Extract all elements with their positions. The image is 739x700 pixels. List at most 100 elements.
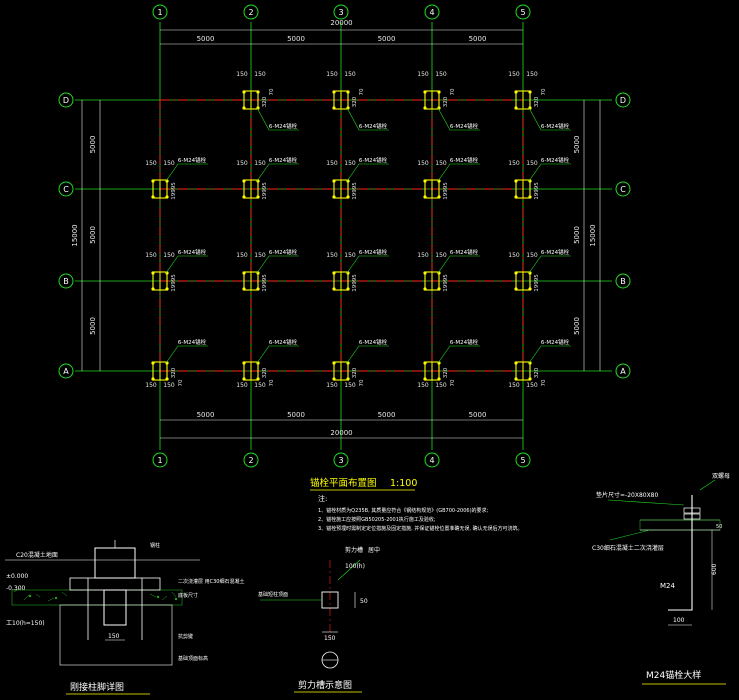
anchor-dot-D2 xyxy=(242,106,246,110)
dim-70-A4: 70 xyxy=(450,379,456,386)
axis-bubble-5-bottom xyxy=(515,452,531,468)
dim-150-b-C4: 150 xyxy=(435,160,447,167)
base-label-col: 钢柱 xyxy=(150,542,160,549)
top-total-dim: 20000 xyxy=(330,19,352,27)
dim-150-a-C5: 150 xyxy=(508,160,520,167)
anchor-dot-C5 xyxy=(514,195,518,199)
top-bay-dim-3: 5000 xyxy=(378,35,396,43)
anchor-dot-C2 xyxy=(242,179,246,183)
axis-bubble-4-top xyxy=(424,4,440,20)
base-label-grout: 二次浇灌层 用C30细石混凝土 xyxy=(178,578,244,585)
dim-70-D2: 70 xyxy=(269,88,275,95)
anchor-label-B1: 6-M24锚栓 xyxy=(178,248,207,256)
base-label-shear: 抗剪键 xyxy=(178,633,193,640)
dim-vert-B3: 19995 xyxy=(352,274,358,292)
anchor-dot-A5 xyxy=(514,377,518,381)
base-hatch xyxy=(13,587,178,602)
anchor-dot-A5 xyxy=(514,361,518,365)
bolt-leader-plate xyxy=(607,499,685,506)
axis-label-C-left: C xyxy=(63,185,69,194)
anchor-dot-B3 xyxy=(332,287,336,291)
plan-scale: 1:100 xyxy=(390,478,417,489)
dim-150-a-C3: 150 xyxy=(326,160,338,167)
note-line-3: 3、锚栓预埋时需制定定位措施及固定措施, 并保证锚栓位置准确无误, 确认无误后方… xyxy=(318,525,523,532)
base-shear-key xyxy=(103,589,127,626)
left-row-dim-3: 5000 xyxy=(89,317,97,335)
base-label-plate: 底板尺寸 xyxy=(178,592,198,599)
anchor-leader-D5 xyxy=(528,107,571,131)
bolt-dim-small: 50 xyxy=(716,524,722,530)
dim-150-b-C1: 150 xyxy=(163,160,175,167)
dim-vert-D3: 320 xyxy=(352,96,358,107)
dim-vert-B4: 19995 xyxy=(443,274,449,292)
axis-bubble-A-right xyxy=(615,363,631,379)
anchor-dot-C1 xyxy=(151,179,155,183)
dim-vert-A5: 320 xyxy=(534,367,540,378)
anchor-label-A5: 6-M24锚栓 xyxy=(541,338,570,346)
anchor-leader-B4 xyxy=(437,255,480,274)
right-row-dim-3: 5000 xyxy=(573,317,581,335)
dim-150-b-A1: 150 xyxy=(163,382,175,389)
column-base-detail: 150 C20混凝土地面 ±0.000 -0.300 工10(h=150) 钢柱… xyxy=(5,540,244,695)
dim-150-a-A5: 150 xyxy=(508,382,520,389)
anchor-label-C4: 6-M24锚栓 xyxy=(450,156,479,164)
base-label-c20: C20混凝土地面 xyxy=(16,551,58,559)
dim-vert-B1: 19995 xyxy=(171,274,177,292)
anchor-leader-C3 xyxy=(346,163,389,182)
bolt-label-nut: 双螺母 xyxy=(712,472,730,480)
anchor-label-D3: 6-M24锚栓 xyxy=(359,122,388,130)
dim-150-a-B5: 150 xyxy=(508,252,520,259)
anchor-dot-B3 xyxy=(332,271,336,275)
dim-150-b-B1: 150 xyxy=(163,252,175,259)
anchor-dot-A4 xyxy=(423,361,427,365)
anchor-dot-C1 xyxy=(151,195,155,199)
dim-vert-C4: 19995 xyxy=(443,182,449,200)
shear-label-left: 基础短柱顶面 xyxy=(258,591,288,598)
anchor-dot-B1 xyxy=(151,271,155,275)
anchor-dot-A2 xyxy=(242,361,246,365)
axis-label-2-bottom: 2 xyxy=(248,456,253,465)
axis-label-A-right: A xyxy=(620,367,626,376)
dim-150-b-C3: 150 xyxy=(344,160,356,167)
anchor-dot-C4 xyxy=(437,195,441,199)
anchor-leader-A1 xyxy=(165,345,208,364)
anchor-leader-C4 xyxy=(437,163,480,182)
axis-label-A-left: A xyxy=(63,367,69,376)
axis-label-4-top: 4 xyxy=(429,8,434,17)
axis-label-1-top: 1 xyxy=(157,8,162,17)
bolt-shank xyxy=(668,495,693,611)
dim-150-a-A3: 150 xyxy=(326,382,338,389)
anchor-label-D5: 6-M24锚栓 xyxy=(541,122,570,130)
axis-bubble-C-right xyxy=(615,181,631,197)
base-label-foundation: 基础顶面标高 xyxy=(178,655,208,662)
anchor-dot-A1 xyxy=(151,361,155,365)
dim-150-a-A4: 150 xyxy=(417,382,429,389)
dim-150-a-A2: 150 xyxy=(236,382,248,389)
base-label-pm000: ±0.000 xyxy=(6,573,28,580)
anchor-leader-C1 xyxy=(165,163,208,182)
anchor-leader-B3 xyxy=(346,255,389,274)
anchor-label-A1: 6-M24锚栓 xyxy=(178,338,207,346)
anchor-dot-D2 xyxy=(256,106,260,110)
dim-150-b-A2: 150 xyxy=(254,382,266,389)
anchor-dot-A1 xyxy=(165,377,169,381)
anchor-leader-D2 xyxy=(256,107,299,131)
bottom-total-dim: 20000 xyxy=(330,429,352,437)
anchor-dot-A4 xyxy=(437,377,441,381)
dim-150-b-B3: 150 xyxy=(344,252,356,259)
anchor-dot-C4 xyxy=(423,179,427,183)
dim-150-a-C2: 150 xyxy=(236,160,248,167)
dim-150-b-B2: 150 xyxy=(254,252,266,259)
anchor-dot-D4 xyxy=(437,90,441,94)
dim-150-b-A5: 150 xyxy=(526,382,538,389)
bolt-leader-nut xyxy=(699,479,716,491)
anchor-dot-B4 xyxy=(423,287,427,291)
bolt-label-plate: 垫片尺寸=-20X80X80 xyxy=(596,491,659,499)
anchor-label-A4: 6-M24锚栓 xyxy=(450,338,479,346)
anchor-dot-C3 xyxy=(332,179,336,183)
axis-label-D-left: D xyxy=(63,96,69,105)
dim-vert-A4: 320 xyxy=(443,367,449,378)
right-row-total-dim: 15000 xyxy=(589,224,597,246)
axis-bubble-3-bottom xyxy=(333,452,349,468)
